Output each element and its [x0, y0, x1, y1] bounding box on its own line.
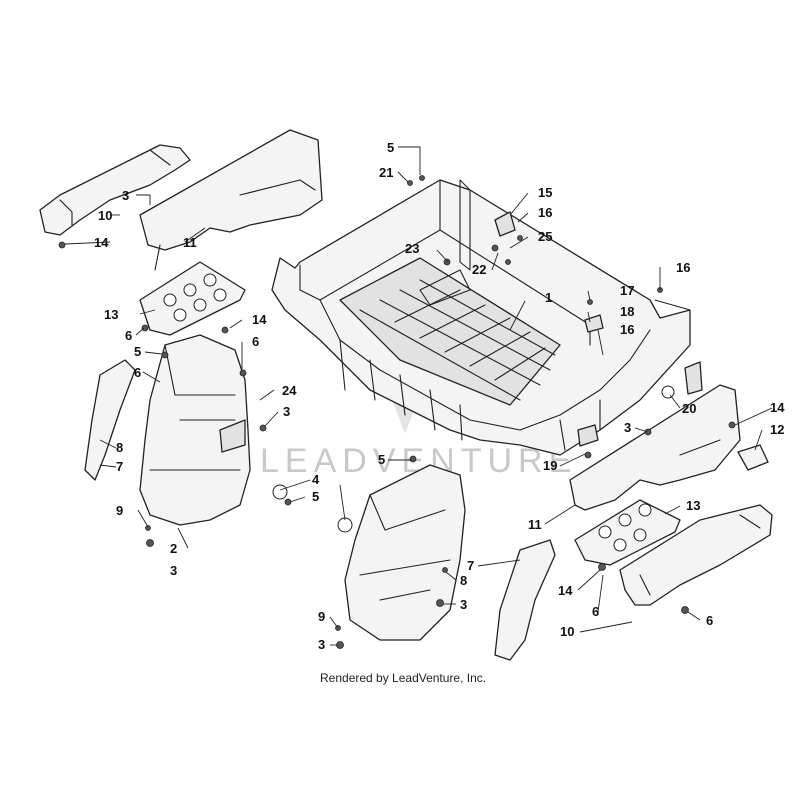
credit-line: Rendered by LeadVenture, Inc.	[320, 671, 486, 685]
callout-14: 14	[252, 312, 267, 327]
callout-3: 3	[122, 188, 129, 203]
callout-9: 9	[318, 609, 325, 624]
callout-3: 3	[318, 637, 325, 652]
side-trim-center	[494, 539, 556, 661]
callout-16: 16	[620, 322, 634, 337]
callout-3: 3	[460, 597, 467, 612]
callout-11: 11	[528, 517, 542, 532]
callout-6: 6	[252, 334, 259, 349]
heat-shield-right	[574, 499, 681, 566]
mud-flap-center	[344, 464, 466, 641]
callout-13: 13	[686, 498, 700, 513]
callout-6: 6	[592, 604, 599, 619]
callout-5: 5	[378, 452, 385, 467]
leader-lines	[64, 146, 773, 646]
callout-6: 6	[706, 613, 713, 628]
callout-14: 14	[558, 583, 573, 598]
bracket-right	[737, 444, 769, 471]
callouts: 5 21 15 16 25 22 23 16 1 17 18 16 20 3 1…	[94, 140, 785, 652]
callout-17: 17	[620, 283, 634, 298]
callout-23: 23	[405, 241, 419, 256]
splash-panel-left	[139, 129, 323, 271]
fender-right	[619, 504, 773, 606]
callout-2: 2	[170, 541, 177, 556]
callout-7: 7	[467, 558, 474, 573]
heat-shield-left	[139, 261, 246, 336]
callout-10: 10	[98, 208, 112, 223]
callout-11: 11	[183, 235, 197, 250]
callout-18: 18	[620, 304, 634, 319]
callout-8: 8	[460, 573, 467, 588]
callout-5: 5	[312, 489, 319, 504]
callout-10: 10	[560, 624, 574, 639]
callout-3: 3	[170, 563, 177, 578]
cargo-box	[271, 179, 691, 456]
callout-22: 22	[472, 262, 486, 277]
callout-14: 14	[770, 400, 785, 415]
callout-16: 16	[676, 260, 690, 275]
callout-3: 3	[624, 420, 631, 435]
callout-8: 8	[116, 440, 123, 455]
callout-5: 5	[387, 140, 394, 155]
callout-6: 6	[134, 365, 141, 380]
callout-20: 20	[682, 401, 696, 416]
callout-24: 24	[282, 383, 297, 398]
callout-4: 4	[312, 472, 320, 487]
callout-6: 6	[125, 328, 132, 343]
callout-21: 21	[379, 165, 393, 180]
callout-3: 3	[283, 404, 290, 419]
callout-19: 19	[543, 458, 557, 473]
side-trim-left	[84, 359, 136, 481]
splash-panel-right	[569, 384, 741, 511]
callout-7: 7	[116, 459, 123, 474]
callout-1: 1	[545, 290, 552, 305]
callout-5: 5	[134, 344, 141, 359]
callout-16: 16	[538, 205, 552, 220]
callout-12: 12	[770, 422, 784, 437]
callout-13: 13	[104, 307, 118, 322]
callout-9: 9	[116, 503, 123, 518]
hardware	[58, 175, 736, 649]
callout-15: 15	[538, 185, 552, 200]
callout-25: 25	[538, 229, 552, 244]
fender-left-upper	[39, 144, 191, 236]
mud-flap-left	[139, 334, 251, 526]
callout-14: 14	[94, 235, 109, 250]
